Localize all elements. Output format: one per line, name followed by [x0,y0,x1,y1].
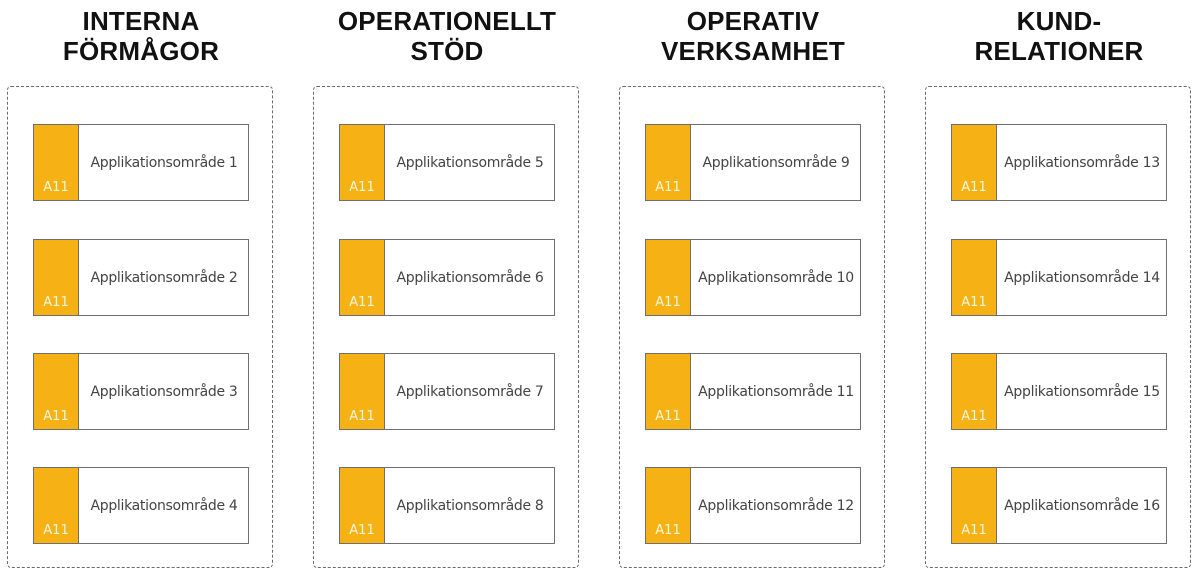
title-line-2: FÖRMÅGOR [62,36,220,66]
tag-label: A11 [349,409,375,424]
application-area-card[interactable]: A11 Applikationsområde 5 [339,124,555,201]
tag-badge: A11 [952,468,997,543]
application-area-card[interactable]: A11 Applikationsområde 16 [951,467,1167,544]
card-label: Applikationsområde 10 [698,269,854,286]
card-label: Applikationsområde 11 [698,383,854,400]
card-label: Applikationsområde 8 [396,497,544,514]
application-area-card[interactable]: A11 Applikationsområde 8 [339,467,555,544]
tag-badge: A11 [646,125,691,200]
card-label: Applikationsområde 2 [90,269,238,286]
column-title: INTERNA FÖRMÅGOR [0,6,295,66]
tag-label: A11 [961,409,987,424]
column-kundrelationer: KUND- RELATIONER A11 Applikationsområde … [925,0,1193,580]
card-label: Applikationsområde 7 [396,383,544,400]
tag-label: A11 [961,523,987,538]
application-area-card[interactable]: A11 Applikationsområde 13 [951,124,1167,201]
title-line-2: VERKSAMHET [660,36,845,66]
tag-label: A11 [655,523,681,538]
card-label: Applikationsområde 1 [90,154,238,171]
tag-badge: A11 [34,125,79,200]
title-line-2: RELATIONER [974,36,1144,66]
tag-label: A11 [349,295,375,310]
column-title: KUND- RELATIONER [905,6,1200,66]
tag-label: A11 [43,523,69,538]
tag-label: A11 [349,523,375,538]
tag-label: A11 [655,180,681,195]
group-container: A11 Applikationsområde 5 A11 Applikation… [313,86,579,568]
card-label: Applikationsområde 4 [90,497,238,514]
card-label: Applikationsområde 16 [1004,497,1160,514]
tag-badge: A11 [952,125,997,200]
application-area-card[interactable]: A11 Applikationsområde 3 [33,353,249,430]
tag-label: A11 [349,180,375,195]
application-area-card[interactable]: A11 Applikationsområde 9 [645,124,861,201]
tag-label: A11 [43,409,69,424]
group-container: A11 Applikationsområde 13 A11 Applikatio… [925,86,1191,568]
card-label: Applikationsområde 12 [698,497,854,514]
title-line-1: INTERNA [82,6,200,36]
card-label: Applikationsområde 15 [1004,383,1160,400]
tag-label: A11 [655,295,681,310]
tag-badge: A11 [34,468,79,543]
card-label: Applikationsområde 6 [396,269,544,286]
tag-label: A11 [43,295,69,310]
tag-badge: A11 [340,354,385,429]
column-interna-formagor: INTERNA FÖRMÅGOR A11 Applikationsområde … [7,0,275,580]
application-area-card[interactable]: A11 Applikationsområde 10 [645,239,861,316]
tag-label: A11 [43,180,69,195]
group-container: A11 Applikationsområde 9 A11 Applikation… [619,86,885,568]
application-area-card[interactable]: A11 Applikationsområde 2 [33,239,249,316]
tag-badge: A11 [34,240,79,315]
card-label: Applikationsområde 13 [1004,154,1160,171]
tag-badge: A11 [646,240,691,315]
application-area-card[interactable]: A11 Applikationsområde 15 [951,353,1167,430]
tag-badge: A11 [952,240,997,315]
tag-badge: A11 [646,468,691,543]
tag-badge: A11 [340,468,385,543]
card-label: Applikationsområde 9 [702,154,850,171]
card-label: Applikationsområde 3 [90,383,238,400]
application-area-card[interactable]: A11 Applikationsområde 4 [33,467,249,544]
application-area-card[interactable]: A11 Applikationsområde 1 [33,124,249,201]
title-line-1: KUND- [1016,6,1102,36]
application-area-card[interactable]: A11 Applikationsområde 11 [645,353,861,430]
tag-badge: A11 [34,354,79,429]
tag-label: A11 [961,295,987,310]
group-container: A11 Applikationsområde 1 A11 Applikation… [7,86,273,568]
tag-badge: A11 [646,354,691,429]
column-title: OPERATIV VERKSAMHET [599,6,907,66]
card-label: Applikationsområde 5 [396,154,544,171]
tag-label: A11 [961,180,987,195]
application-area-card[interactable]: A11 Applikationsområde 12 [645,467,861,544]
title-line-1: OPERATIONELLT [337,6,557,36]
title-line-1: OPERATIV [686,6,820,36]
title-line-2: STÖD [410,36,484,66]
application-area-card[interactable]: A11 Applikationsområde 7 [339,353,555,430]
card-label: Applikationsområde 14 [1004,269,1160,286]
application-area-card[interactable]: A11 Applikationsområde 6 [339,239,555,316]
tag-badge: A11 [952,354,997,429]
column-operationellt-stod: OPERATIONELLT STÖD A11 Applikationsområd… [313,0,581,580]
tag-label: A11 [655,409,681,424]
tag-badge: A11 [340,125,385,200]
column-title: OPERATIONELLT STÖD [293,6,601,66]
application-area-card[interactable]: A11 Applikationsområde 14 [951,239,1167,316]
column-operativ-verksamhet: OPERATIV VERKSAMHET A11 Applikationsområ… [619,0,887,580]
tag-badge: A11 [340,240,385,315]
